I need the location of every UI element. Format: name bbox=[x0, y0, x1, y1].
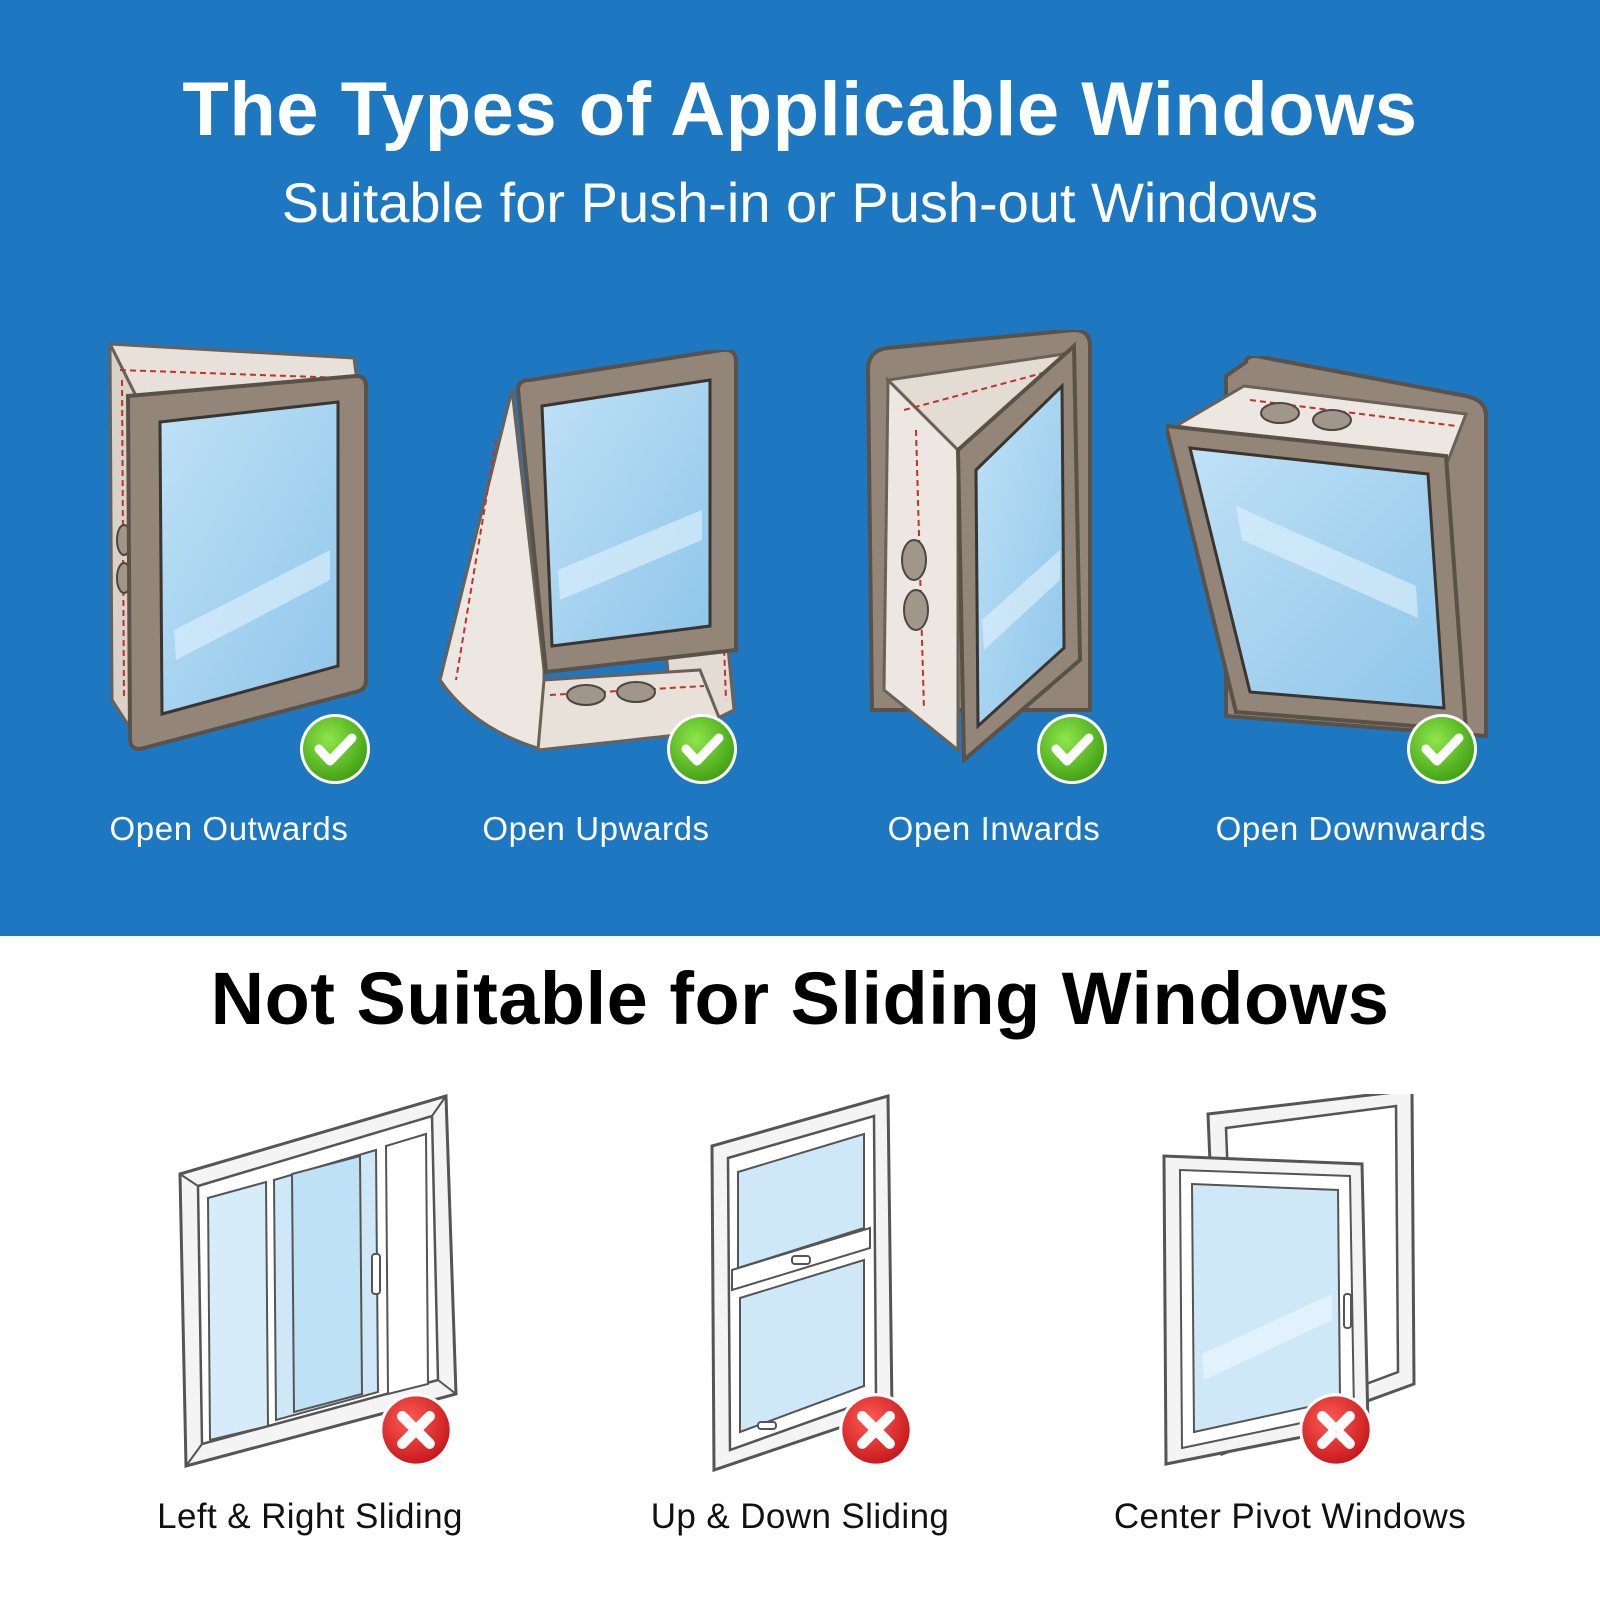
label-open-outwards: Open Outwards bbox=[109, 810, 349, 847]
label-open-upwards: Open Upwards bbox=[482, 810, 710, 847]
center-pivot-window-illustration bbox=[1162, 1094, 1416, 1466]
check-badge-icon bbox=[667, 714, 737, 784]
open-outwards-window-illustration bbox=[107, 342, 368, 751]
check-badge-icon bbox=[1037, 714, 1107, 784]
left-right-sliding-window-illustration bbox=[178, 1094, 458, 1468]
cross-badge-icon bbox=[379, 1393, 453, 1467]
up-down-sliding-window-illustration bbox=[710, 1094, 894, 1473]
label-open-downwards: Open Downwards bbox=[1215, 810, 1487, 847]
open-inwards-window-illustration bbox=[865, 330, 1092, 765]
page-subtitle: Suitable for Push-in or Push-out Windows bbox=[281, 171, 1319, 234]
cross-badge-icon bbox=[839, 1393, 913, 1467]
label-left-right-sliding: Left & Right Sliding bbox=[157, 1497, 463, 1536]
open-upwards-window-illustration bbox=[438, 350, 738, 752]
check-badge-icon bbox=[300, 714, 370, 784]
cross-badge-icon bbox=[1299, 1393, 1373, 1467]
label-open-inwards: Open Inwards bbox=[887, 810, 1101, 847]
check-badge-icon bbox=[1407, 714, 1477, 784]
label-up-down-sliding: Up & Down Sliding bbox=[650, 1497, 950, 1536]
page-title: The Types of Applicable Windows bbox=[182, 67, 1418, 152]
open-downwards-window-illustration bbox=[1166, 356, 1488, 739]
unsuitable-title: Not Suitable for Sliding Windows bbox=[210, 957, 1390, 1040]
label-center-pivot-windows: Center Pivot Windows bbox=[1113, 1497, 1467, 1536]
